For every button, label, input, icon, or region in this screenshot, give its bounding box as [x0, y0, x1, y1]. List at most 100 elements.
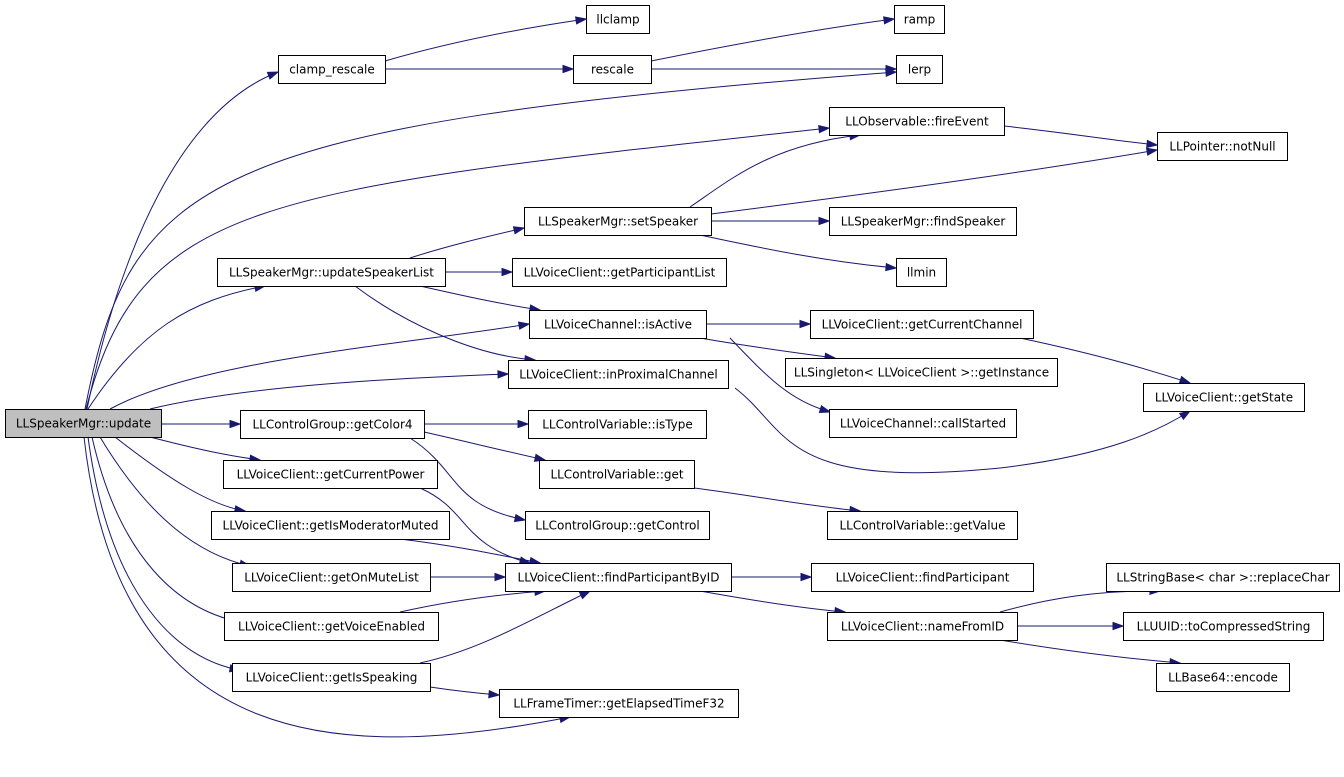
edge-line: [1019, 337, 1191, 384]
node-getInstance[interactable]: LLSingleton< LLVoiceClient >::getInstanc…: [785, 358, 1058, 387]
arrowhead: [1145, 147, 1159, 156]
edge-line: [149, 436, 261, 461]
node-box[interactable]: [1157, 132, 1288, 161]
node-ramp[interactable]: ramp: [894, 5, 945, 34]
node-box[interactable]: [528, 410, 707, 439]
edge-setSpeaker-to-fireEvent: [689, 131, 862, 208]
node-box[interactable]: [785, 358, 1058, 387]
node-box[interactable]: [829, 107, 1005, 136]
node-findParticipantByID[interactable]: LLVoiceClient::findParticipantByID: [505, 563, 732, 592]
arrowhead: [800, 572, 813, 582]
edge-line: [699, 234, 897, 269]
node-rescale[interactable]: rescale: [573, 55, 652, 84]
arrowhead: [1112, 621, 1125, 631]
node-box[interactable]: [896, 55, 943, 84]
node-box[interactable]: [1123, 612, 1324, 641]
node-box[interactable]: [499, 689, 739, 718]
arrowhead: [1178, 410, 1192, 421]
edge-line: [693, 487, 861, 512]
node-notNull[interactable]: LLPointer::notNull: [1157, 132, 1288, 161]
node-box[interactable]: [217, 258, 446, 287]
node-getIsSpeaking[interactable]: LLVoiceClient::getIsSpeaking: [232, 663, 431, 692]
node-box[interactable]: [811, 563, 1034, 592]
node-callStarted[interactable]: LLVoiceChannel::callStarted: [829, 409, 1017, 438]
node-box[interactable]: [211, 511, 450, 540]
node-getCurrentChannel[interactable]: LLVoiceClient::getCurrentChannel: [810, 310, 1034, 339]
node-box[interactable]: [896, 258, 947, 287]
node-label: llclamp: [596, 13, 639, 27]
node-box[interactable]: [278, 55, 386, 84]
node-isActive[interactable]: LLVoiceChannel::isActive: [529, 310, 707, 339]
edge-line: [399, 590, 546, 613]
node-fireEvent[interactable]: LLObservable::fireEvent: [829, 107, 1005, 136]
node-box[interactable]: [223, 460, 438, 489]
node-box[interactable]: [224, 612, 439, 641]
node-box[interactable]: [1143, 383, 1305, 412]
node-box[interactable]: [1106, 563, 1340, 592]
edge-line: [409, 227, 525, 259]
edge-line: [999, 639, 1181, 664]
node-box[interactable]: [829, 409, 1017, 438]
node-box[interactable]: [524, 207, 712, 236]
node-label: LLSingleton< LLVoiceClient >::getInstanc…: [794, 366, 1049, 380]
node-llclamp[interactable]: llclamp: [586, 5, 650, 34]
node-llmin[interactable]: llmin: [896, 258, 947, 287]
node-label: LLObservable::fireEvent: [845, 115, 989, 129]
node-getCurrentPower[interactable]: LLVoiceClient::getCurrentPower: [223, 460, 438, 489]
node-box[interactable]: [894, 5, 945, 34]
node-box[interactable]: [240, 410, 425, 439]
edge-line: [109, 323, 530, 410]
node-box[interactable]: [829, 207, 1017, 236]
node-label: LLVoiceClient::nameFromID: [841, 620, 1004, 634]
node-box[interactable]: [539, 460, 695, 489]
edge-line: [729, 337, 831, 413]
edge-clamp_rescale-to-llclamp: [384, 16, 588, 62]
node-getParticipantList[interactable]: LLVoiceClient::getParticipantList: [512, 258, 727, 287]
node-label: LLControlVariable::get: [550, 468, 683, 482]
node-label: LLVoiceClient::getIsModeratorMuted: [223, 519, 439, 533]
edge-cvget-to-getValue: [693, 487, 862, 515]
node-box[interactable]: [827, 511, 1018, 540]
node-clamp_rescale[interactable]: clamp_rescale: [278, 55, 386, 84]
node-nameFromID[interactable]: LLVoiceClient::nameFromID: [827, 612, 1018, 641]
edge-setSpeaker-to-llmin: [699, 234, 898, 272]
node-getVoiceEnabled[interactable]: LLVoiceClient::getVoiceEnabled: [224, 612, 439, 641]
node-box[interactable]: [505, 563, 732, 592]
node-findParticipant[interactable]: LLVoiceClient::findParticipant: [811, 563, 1034, 592]
node-inProximalChannel[interactable]: LLVoiceClient::inProximalChannel: [508, 360, 729, 389]
node-box[interactable]: [1156, 663, 1290, 692]
node-box[interactable]: [5, 409, 162, 438]
node-box[interactable]: [529, 310, 707, 339]
node-updateSpeakerList[interactable]: LLSpeakerMgr::updateSpeakerList: [217, 258, 446, 287]
node-getOnMuteList[interactable]: LLVoiceClient::getOnMuteList: [232, 563, 431, 592]
node-box[interactable]: [512, 258, 727, 287]
node-box[interactable]: [810, 310, 1034, 339]
node-findSpeaker[interactable]: LLSpeakerMgr::findSpeaker: [829, 207, 1017, 236]
node-getIsModeratorMuted[interactable]: LLVoiceClient::getIsModeratorMuted: [211, 511, 450, 540]
edge-line: [384, 18, 587, 62]
node-box[interactable]: [232, 563, 431, 592]
node-box[interactable]: [586, 5, 650, 34]
node-getState[interactable]: LLVoiceClient::getState: [1143, 383, 1305, 412]
node-toCompressedString[interactable]: LLUUID::toCompressedString: [1123, 612, 1324, 641]
node-box[interactable]: [508, 360, 729, 389]
edge-getIsSpeaking-to-getElapsedTimeF32: [429, 686, 501, 699]
node-replaceChar[interactable]: LLStringBase< char >::replaceChar: [1106, 563, 1340, 592]
node-box[interactable]: [232, 663, 431, 692]
node-update[interactable]: LLSpeakerMgr::update: [5, 409, 162, 438]
node-label: LLVoiceClient::findParticipant: [836, 571, 1010, 585]
node-box[interactable]: [827, 612, 1018, 641]
node-getElapsedTimeF32[interactable]: LLFrameTimer::getElapsedTimeF32: [499, 689, 739, 718]
node-setSpeaker[interactable]: LLSpeakerMgr::setSpeaker: [524, 207, 712, 236]
node-label: LLVoiceClient::getIsSpeaking: [246, 671, 418, 685]
node-getValue[interactable]: LLControlVariable::getValue: [827, 511, 1018, 540]
node-box[interactable]: [573, 55, 652, 84]
node-cvget[interactable]: LLControlVariable::get: [539, 460, 695, 489]
node-isType[interactable]: LLControlVariable::isType: [528, 410, 707, 439]
node-getColor4[interactable]: LLControlGroup::getColor4: [240, 410, 425, 439]
node-box[interactable]: [525, 511, 710, 540]
node-lerp[interactable]: lerp: [896, 55, 943, 84]
node-getControl[interactable]: LLControlGroup::getControl: [525, 511, 710, 540]
edge-nameFromID-to-toCompressedString: [1017, 621, 1125, 631]
node-encode[interactable]: LLBase64::encode: [1156, 663, 1290, 692]
